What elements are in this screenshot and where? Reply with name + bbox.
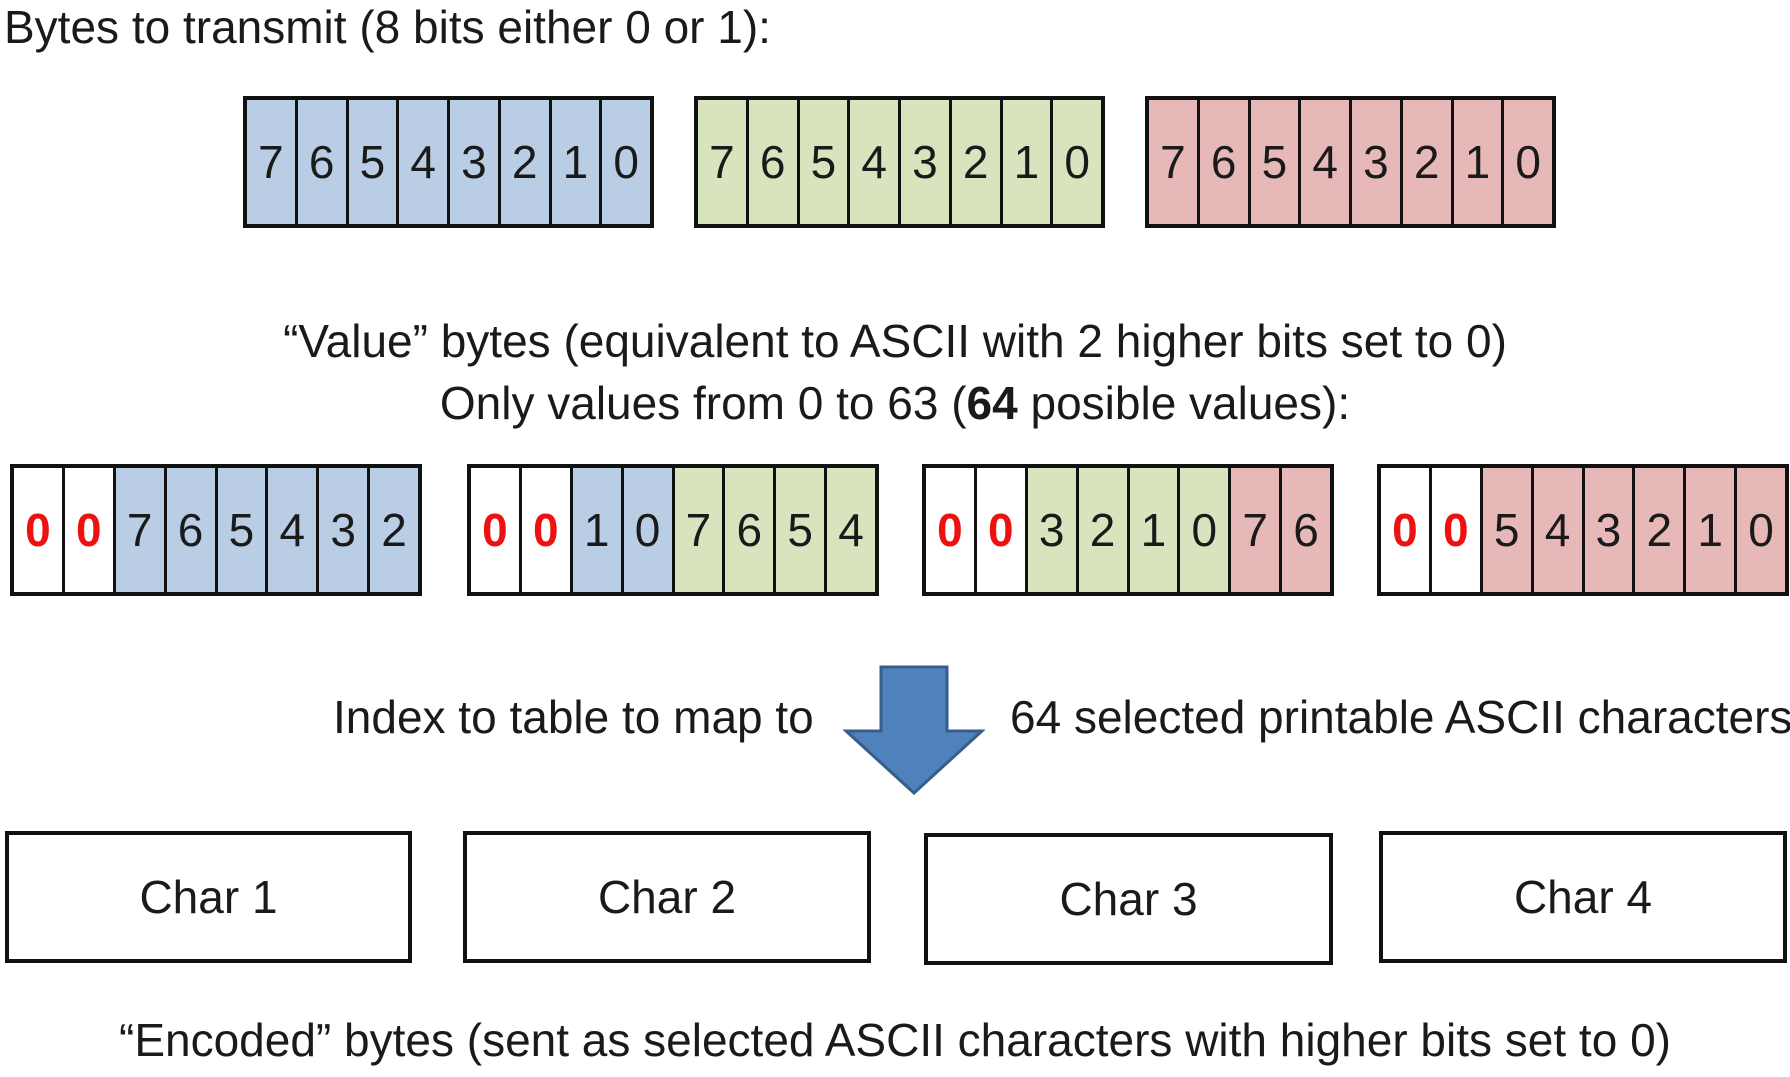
bit-cell: 4	[1533, 468, 1585, 592]
bit-cell: 1	[1453, 100, 1505, 224]
value-range-suffix: posible values):	[1017, 377, 1351, 429]
bit-cell: 3	[319, 468, 371, 592]
bit-cell: 7	[1231, 468, 1283, 592]
bit-cell: 3	[1584, 468, 1636, 592]
bit-cell: 5	[1482, 468, 1534, 592]
bit-cell: 4	[827, 468, 875, 592]
bit-cell: 4	[399, 100, 450, 224]
zero-bit-cell: 0	[471, 468, 522, 592]
zero-bit-cell: 0	[1431, 468, 1483, 592]
bit-cell: 2	[1635, 468, 1687, 592]
bit-cell: 6	[1199, 100, 1251, 224]
bit-cell: 2	[500, 100, 552, 224]
bit-cell: 6	[1282, 468, 1330, 592]
bit-cell: 5	[348, 100, 400, 224]
bit-cell: 7	[247, 100, 298, 224]
bit-cell: 1	[572, 468, 624, 592]
bit-cell: 1	[551, 100, 603, 224]
bit-cell: 3	[1352, 100, 1403, 224]
bit-cell: 5	[217, 468, 269, 592]
zero-bit-cell: 0	[64, 468, 116, 592]
bit-cell: 1	[1129, 468, 1181, 592]
char-box-4: Char 4	[1379, 831, 1787, 963]
value-range-prefix: Only values from 0 to 63 (	[439, 377, 967, 429]
bit-cell: 2	[951, 100, 1003, 224]
bytes-to-transmit-label: Bytes to transmit (8 bits either 0 or 1)…	[4, 1, 771, 53]
bit-cell: 6	[297, 100, 349, 224]
bit-cell: 0	[1180, 468, 1232, 592]
char-box-1: Char 1	[5, 831, 412, 963]
bit-cell: 3	[901, 100, 952, 224]
bit-cell: 4	[1301, 100, 1352, 224]
bit-cell: 7	[674, 468, 726, 592]
value-bytes-description: “Value” bytes (equivalent to ASCII with …	[283, 315, 1507, 367]
value-range-description: Only values from 0 to 63 (64 posible val…	[0, 380, 1790, 426]
down-arrow-shape	[843, 665, 985, 795]
bit-cell: 0	[623, 468, 675, 592]
bit-cell: 3	[1027, 468, 1079, 592]
mapping-right-text: 64 selected printable ASCII characters	[1010, 691, 1790, 743]
bit-cell: 7	[1149, 100, 1200, 224]
bit-cell: 1	[1686, 468, 1738, 592]
bit-cell: 0	[1737, 468, 1785, 592]
zero-bit-cell: 0	[976, 468, 1028, 592]
zero-bit-cell: 0	[521, 468, 573, 592]
bit-cell: 2	[1078, 468, 1130, 592]
char-box-2: Char 2	[463, 831, 871, 963]
bit-cell: 6	[748, 100, 800, 224]
down-arrow-icon	[843, 665, 985, 795]
zero-bit-cell: 0	[926, 468, 977, 592]
bit-cell: 5	[799, 100, 851, 224]
bit-cell: 5	[1250, 100, 1302, 224]
encoded-bytes-description: “Encoded” bytes (sent as selected ASCII …	[119, 1014, 1671, 1066]
value-range-count: 64	[966, 377, 1018, 429]
zero-bit-cell: 0	[14, 468, 65, 592]
bit-cell: 6	[166, 468, 218, 592]
bit-cell: 4	[268, 468, 320, 592]
bit-cell: 0	[1053, 100, 1101, 224]
bit-cell: 0	[602, 100, 650, 224]
bit-cell: 2	[370, 468, 418, 592]
bit-cell: 2	[1402, 100, 1454, 224]
bit-cell: 5	[776, 468, 828, 592]
zero-bit-cell: 0	[1381, 468, 1432, 592]
bit-cell: 3	[450, 100, 501, 224]
bit-cell: 0	[1504, 100, 1552, 224]
char-box-3: Char 3	[924, 833, 1333, 965]
bit-cell: 4	[850, 100, 901, 224]
mapping-left-text: Index to table to map to	[333, 691, 814, 743]
bit-cell: 7	[698, 100, 749, 224]
bit-cell: 7	[115, 468, 167, 592]
bit-cell: 6	[725, 468, 777, 592]
bit-cell: 1	[1002, 100, 1054, 224]
